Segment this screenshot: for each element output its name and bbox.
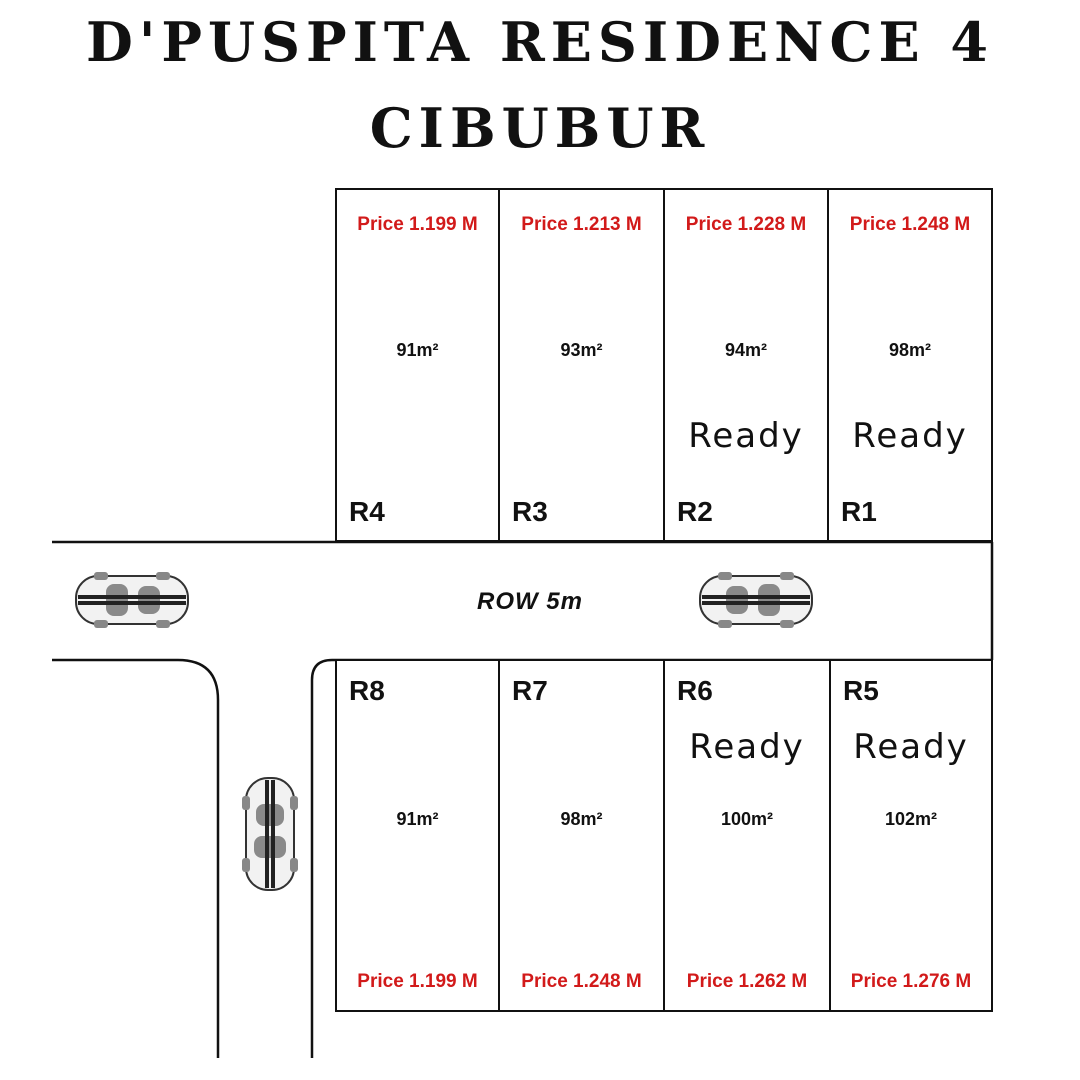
car-icon [699,572,813,628]
plot-id: R8 [349,675,385,706]
plot-r2[interactable]: Price 1.228 M 94m² Ready R2 [663,188,829,542]
car-icon [242,777,298,891]
plot-id: R1 [841,496,877,527]
plot-area: 94m² [724,340,768,360]
plot-status: Ready [853,727,969,767]
plot-r1[interactable]: Price 1.248 M 98m² Ready R1 [827,188,993,542]
plot-price: Price 1.199 M [357,971,478,992]
plot-status: Ready [689,727,805,767]
plot-price: Price 1.276 M [850,971,972,992]
car-icon [75,572,189,628]
plot-id: R2 [677,496,713,527]
plot-id: R6 [677,675,713,706]
plot-status: Ready [852,416,968,456]
plot-r6[interactable]: R6 Ready 100m² Price 1.262 M [663,659,831,1012]
plot-area: 100m² [720,809,774,829]
plot-id: R5 [843,675,879,706]
road-width-label: ROW 5m [476,588,583,615]
plot-id: R4 [349,496,385,527]
page-title-line-1: D'PUSPITA RESIDENCE 4 [86,10,994,74]
plot-area: 93m² [560,340,603,360]
plot-area: 91m² [396,340,439,360]
plot-area: 91m² [396,809,439,829]
plot-price: Price 1.248 M [849,214,971,235]
plot-r5[interactable]: R5 Ready 102m² Price 1.276 M [829,659,993,1012]
plot-id: R3 [512,496,548,527]
plot-r7[interactable]: R7 98m² Price 1.248 M [498,659,665,1012]
road-bottom-left-edge [52,658,220,1058]
road-bottom-right-edge [310,658,992,1058]
plot-r4[interactable]: Price 1.199 M 91m² R4 [335,188,500,542]
plot-area: 98m² [888,340,932,360]
plot-status: Ready [688,416,804,456]
plot-price: Price 1.228 M [685,214,807,235]
plot-r3[interactable]: Price 1.213 M 93m² R3 [498,188,665,542]
plot-price: Price 1.199 M [357,214,478,235]
plot-id: R7 [512,675,548,706]
page-title-line-2: CIBUBUR [369,96,711,160]
plot-price: Price 1.213 M [521,214,642,235]
plot-price: Price 1.248 M [521,971,642,992]
plot-area: 98m² [560,809,603,829]
plot-price: Price 1.262 M [686,971,808,992]
plot-area: 102m² [884,809,938,829]
plot-r8[interactable]: R8 91m² Price 1.199 M [335,659,500,1012]
